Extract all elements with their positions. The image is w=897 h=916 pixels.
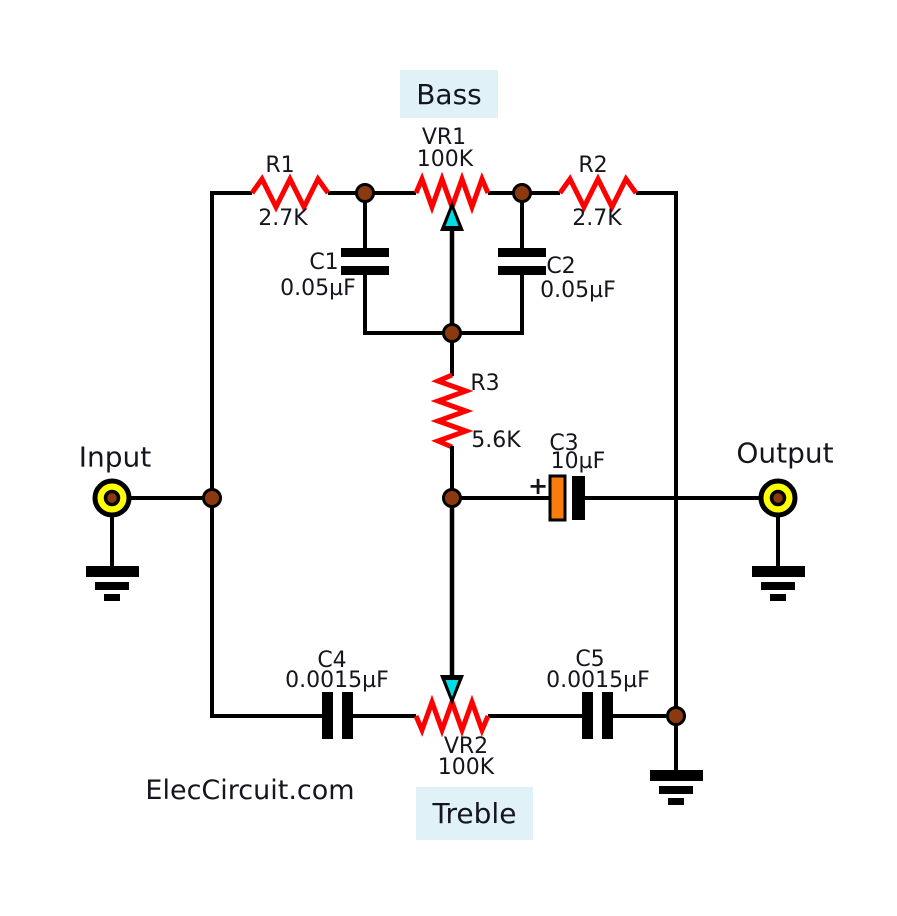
- output-label: Output: [736, 436, 834, 470]
- cap-plate: [498, 248, 546, 257]
- junction-dot: [666, 706, 686, 726]
- input-label: Input: [78, 440, 152, 474]
- resistor-r3-symbol: [430, 333, 474, 500]
- resistor-zigzag-icon: [413, 694, 491, 738]
- vr2-name: VR2: [443, 733, 489, 759]
- cap-plate: [342, 692, 353, 739]
- ground-bar: [95, 582, 129, 590]
- cap-plate: [322, 692, 333, 739]
- wiper-arrow-fill: [445, 680, 459, 697]
- ground-bar: [770, 594, 786, 601]
- vr1-name: VR1: [421, 124, 467, 150]
- resistor-r2-symbol: [557, 173, 639, 213]
- capacitor-c1-symbol: [341, 193, 389, 335]
- wires: [128, 191, 762, 718]
- junction-dots: [202, 183, 686, 726]
- cap-plate: [341, 266, 389, 275]
- r2-name: R2: [578, 152, 608, 178]
- cap-positive-plate: [548, 474, 567, 522]
- cap-plate: [498, 266, 546, 275]
- jack-pin: [103, 489, 121, 507]
- c3-name: C3: [549, 430, 579, 456]
- ground-icon-output: [752, 514, 805, 601]
- ground-bar: [104, 594, 120, 601]
- capacitor-c3-symbol: [452, 474, 585, 522]
- junction-dot: [442, 488, 462, 508]
- site-watermark: ElecCircuit.com: [145, 775, 355, 807]
- c1-value: 0.05µF: [280, 275, 356, 301]
- ground-bar: [650, 770, 703, 781]
- jack-pin: [769, 489, 787, 507]
- junction-dot: [355, 183, 375, 203]
- potentiometer-vr2-symbol: [413, 498, 491, 738]
- potentiometer-vr1-symbol: [413, 171, 491, 333]
- ground-icon-right: [650, 716, 703, 805]
- c2-name: C2: [546, 253, 576, 279]
- cap-negative-plate: [572, 476, 585, 520]
- cap-plate: [582, 692, 593, 739]
- capacitor-c4-symbol: [322, 692, 353, 739]
- resistor-zigzag-icon: [249, 173, 331, 213]
- junction-dot: [442, 323, 462, 343]
- cap-plate: [341, 248, 389, 257]
- c4-value: 0.0015µF: [285, 667, 389, 693]
- treble-control-label: Treble: [416, 787, 533, 840]
- wiper-arrow-fill: [445, 209, 459, 226]
- output-jack-icon: [758, 478, 798, 518]
- resistor-r1-symbol: [249, 173, 331, 213]
- ground-icon-input: [86, 514, 139, 601]
- c4-name: C4: [317, 647, 347, 673]
- r2-value: 2.7K: [572, 205, 622, 231]
- capacitor-c5-symbol: [582, 692, 613, 739]
- ground-bar: [668, 798, 684, 805]
- ground-bar: [761, 582, 795, 590]
- c1-name: C1: [309, 249, 339, 275]
- c2-value: 0.05µF: [540, 277, 616, 303]
- resistor-zigzag-icon: [557, 173, 639, 213]
- c3-value: 10µF: [550, 448, 606, 474]
- ground-bar: [752, 566, 805, 577]
- junction-dot: [202, 488, 222, 508]
- input-jack-icon: [92, 478, 132, 518]
- ground-bar: [659, 786, 693, 794]
- c5-name: C5: [575, 646, 605, 672]
- junction-dot: [512, 183, 532, 203]
- bass-control-label: Bass: [400, 70, 498, 118]
- capacitor-c2-symbol: [498, 193, 546, 335]
- resistor-zigzag-icon: [430, 372, 474, 450]
- cap-plate: [602, 692, 613, 739]
- r1-value: 2.7K: [258, 205, 308, 231]
- vr1-value: 100K: [416, 146, 474, 172]
- r1-name: R1: [265, 152, 295, 178]
- ground-bar: [86, 566, 139, 577]
- vr2-value: 100K: [437, 754, 495, 780]
- r3-name: R3: [470, 370, 500, 396]
- c3-polarity-plus: +: [527, 471, 549, 500]
- r3-value: 5.6K: [471, 427, 521, 453]
- c5-value: 0.0015µF: [546, 667, 650, 693]
